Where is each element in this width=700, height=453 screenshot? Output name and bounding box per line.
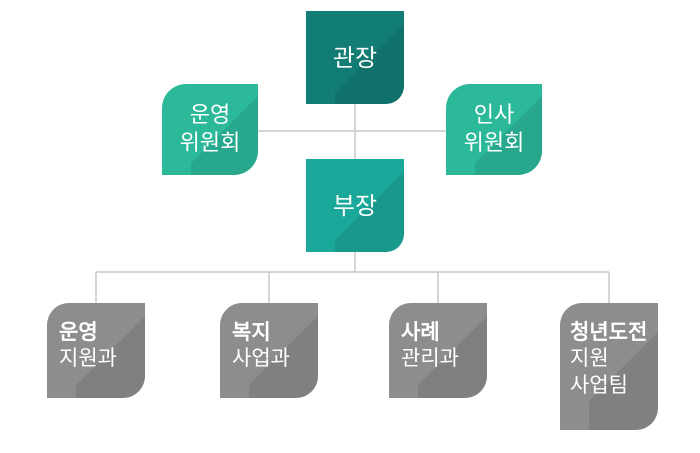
operation-committee-label-2: 위원회: [179, 130, 241, 156]
case-management-label-1: 사례: [401, 320, 440, 344]
youth-challenge-team-node: 청년도전 지원 사업팀: [560, 303, 658, 430]
personnel-committee-label-2: 위원회: [463, 130, 525, 156]
director-node: 관장: [306, 11, 404, 104]
youth-challenge-label-3: 사업팀: [570, 372, 628, 397]
welfare-label-2: 사업과: [232, 346, 290, 371]
operation-support-label-1: 운영: [59, 320, 98, 344]
deputy-node: 부장: [306, 159, 404, 252]
deputy-label: 부장: [332, 191, 378, 220]
director-label: 관장: [332, 43, 378, 72]
operation-support-label-2: 지원과: [59, 346, 117, 371]
case-management-dept-node: 사례 관리과: [389, 303, 487, 398]
personnel-committee-label-1: 인사: [473, 103, 515, 128]
welfare-label-1: 복지: [232, 320, 271, 344]
operation-committee-label-1: 운영: [189, 103, 231, 128]
personnel-committee-node: 인사 위원회: [446, 84, 542, 175]
welfare-dept-node: 복지 사업과: [220, 303, 318, 398]
case-management-label-2: 관리과: [401, 346, 459, 371]
operation-support-dept-node: 운영 지원과: [47, 303, 145, 398]
youth-challenge-label-2: 지원: [570, 346, 609, 371]
youth-challenge-label-1: 청년도전: [570, 320, 648, 344]
operation-committee-node: 운영 위원회: [162, 84, 258, 175]
